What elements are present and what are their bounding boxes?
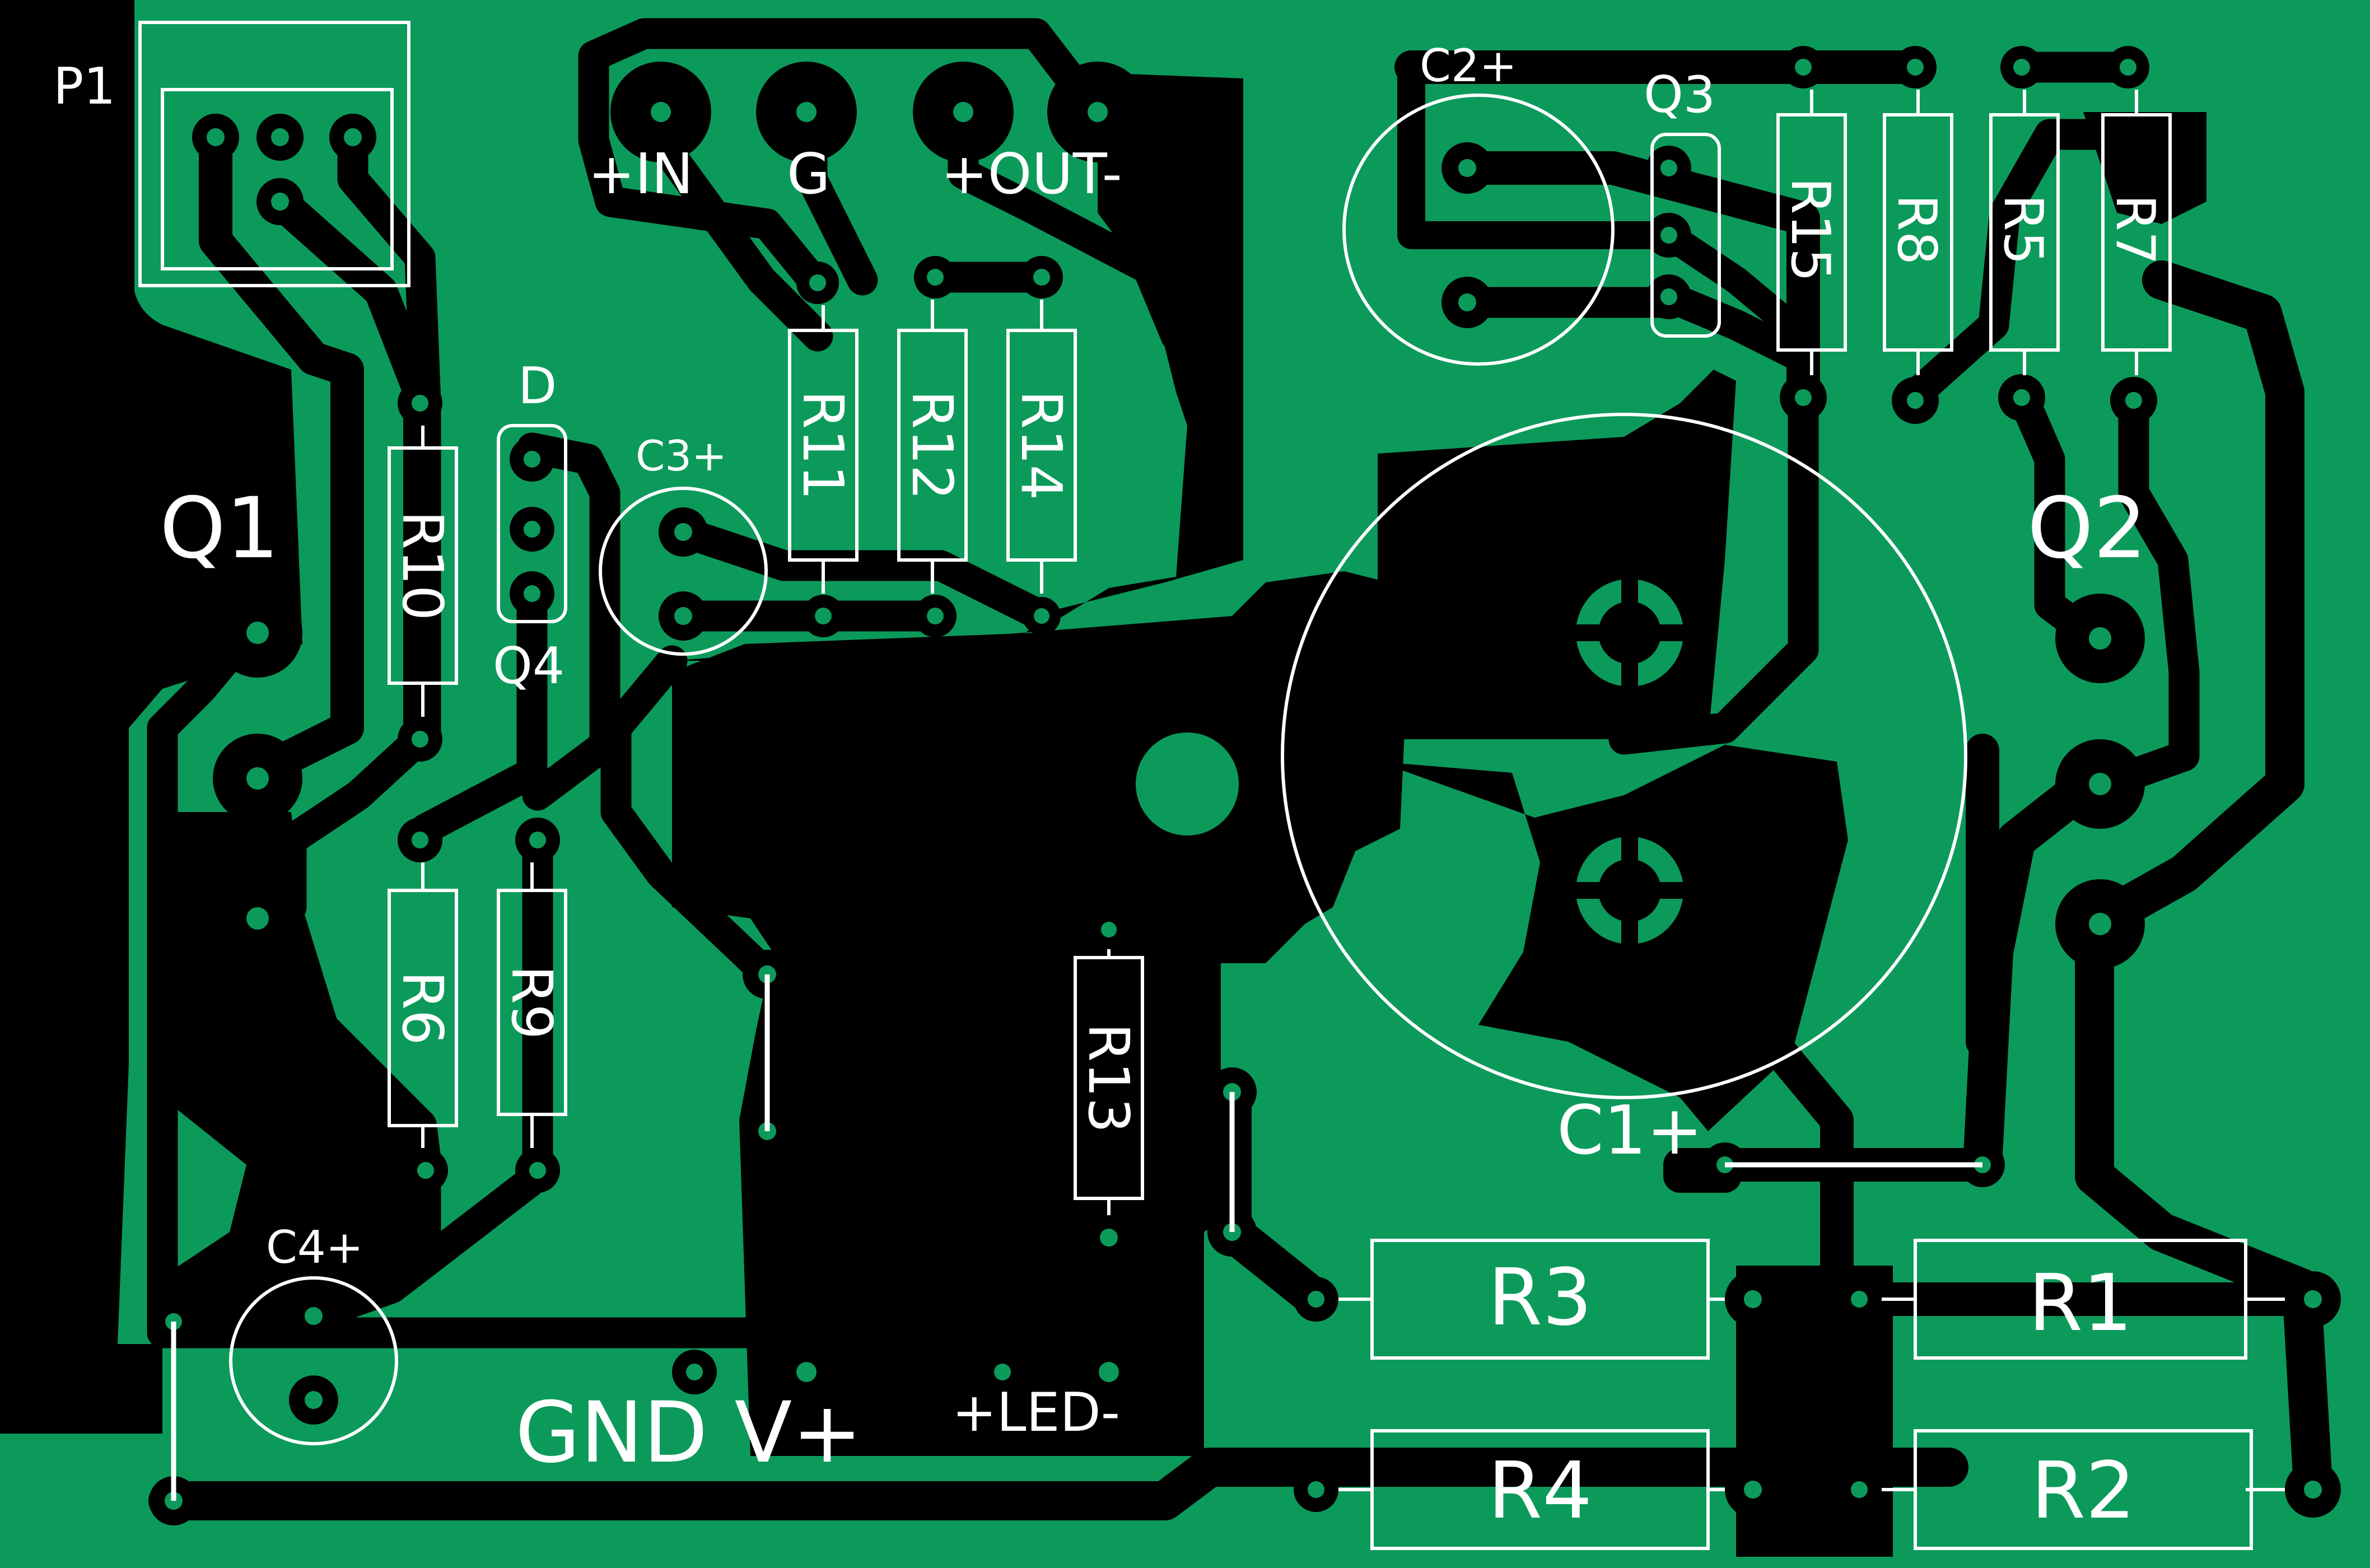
trace-c2: [1450, 151, 1820, 414]
label-r13: R13: [1076, 1023, 1141, 1133]
p1-outline: [138, 21, 410, 287]
label-r12: R12: [899, 390, 965, 501]
r1-outline: [1914, 1239, 2247, 1360]
label-r14: R14: [1009, 390, 1074, 501]
trace-top-left: [578, 18, 1108, 301]
label-q2: Q2: [2027, 480, 2147, 577]
trace-q4-bottom: [410, 578, 548, 844]
trace-bottom-gnd: [148, 1448, 1968, 1520]
c4-outline: [229, 1276, 398, 1445]
label-c3: C3+: [636, 431, 727, 480]
r4-outline: [1370, 1429, 1710, 1550]
label-r15: R15: [1779, 178, 1841, 282]
label-led: +LED-: [952, 1382, 1120, 1444]
trace-p1-right: [276, 122, 441, 923]
label-c4: C4+: [266, 1221, 363, 1273]
label-r10: R10: [390, 511, 455, 621]
silkscreen: [138, 21, 2285, 1550]
trace-c3-left: [600, 645, 783, 990]
mounting-hole: [1136, 732, 1239, 836]
trace-q4: [516, 432, 621, 811]
label-q4: Q4: [493, 637, 564, 696]
p1-inner: [161, 88, 394, 270]
label-c1: C1+: [1557, 1092, 1703, 1170]
trace-q1-left: [147, 606, 766, 1348]
label-out: +OUT-: [941, 141, 1122, 207]
q3-outline: [1650, 133, 1721, 338]
label-r2: R2: [2031, 1445, 2135, 1537]
trace-q2-right: [2075, 260, 2332, 1504]
pour-central: [672, 73, 1411, 1456]
pads: [149, 46, 2341, 1525]
label-r5: R5: [1992, 194, 2054, 265]
label-r4: R4: [1488, 1445, 1592, 1537]
pour-left-ground: [0, 0, 302, 1434]
q4-outline: [497, 424, 567, 623]
label-gnd-v: GND V+: [515, 1384, 862, 1482]
label-r3: R3: [1488, 1252, 1592, 1343]
label-q3: Q3: [1644, 66, 1715, 124]
c3-outline: [599, 487, 768, 656]
trace-r8: [1900, 119, 2144, 410]
label-d: D: [518, 357, 557, 416]
label-r7: R7: [2104, 194, 2166, 265]
c2-outline: [1342, 94, 1615, 366]
label-p1: P1: [53, 57, 116, 116]
label-g: G: [787, 141, 831, 207]
trace-q3-r15: [1608, 281, 1819, 755]
trace-c3: [668, 516, 1057, 632]
r2-outline: [1914, 1429, 2253, 1550]
label-r6: R6: [390, 970, 455, 1045]
label-in: +IN: [588, 141, 693, 207]
trace-r13: [1044, 1218, 1128, 1453]
label-r1: R1: [2028, 1258, 2133, 1349]
label-r9: R9: [499, 965, 564, 1039]
label-r11: R11: [790, 390, 856, 501]
label-c2: C2+: [1420, 40, 1517, 92]
c1-outline: [1281, 413, 1967, 1099]
trace-q2-mid: [1963, 759, 2114, 1184]
trace-c4: [298, 824, 553, 1332]
label-q1: Q1: [160, 480, 279, 577]
label-r8: R8: [1886, 194, 1947, 265]
copper-traces: [147, 18, 2332, 1520]
r3-outline: [1370, 1239, 1710, 1360]
silk-labels: P1 +IN G +OUT- C2+ Q3 R15 R8 R5 R7 D C3+…: [53, 40, 2166, 1537]
